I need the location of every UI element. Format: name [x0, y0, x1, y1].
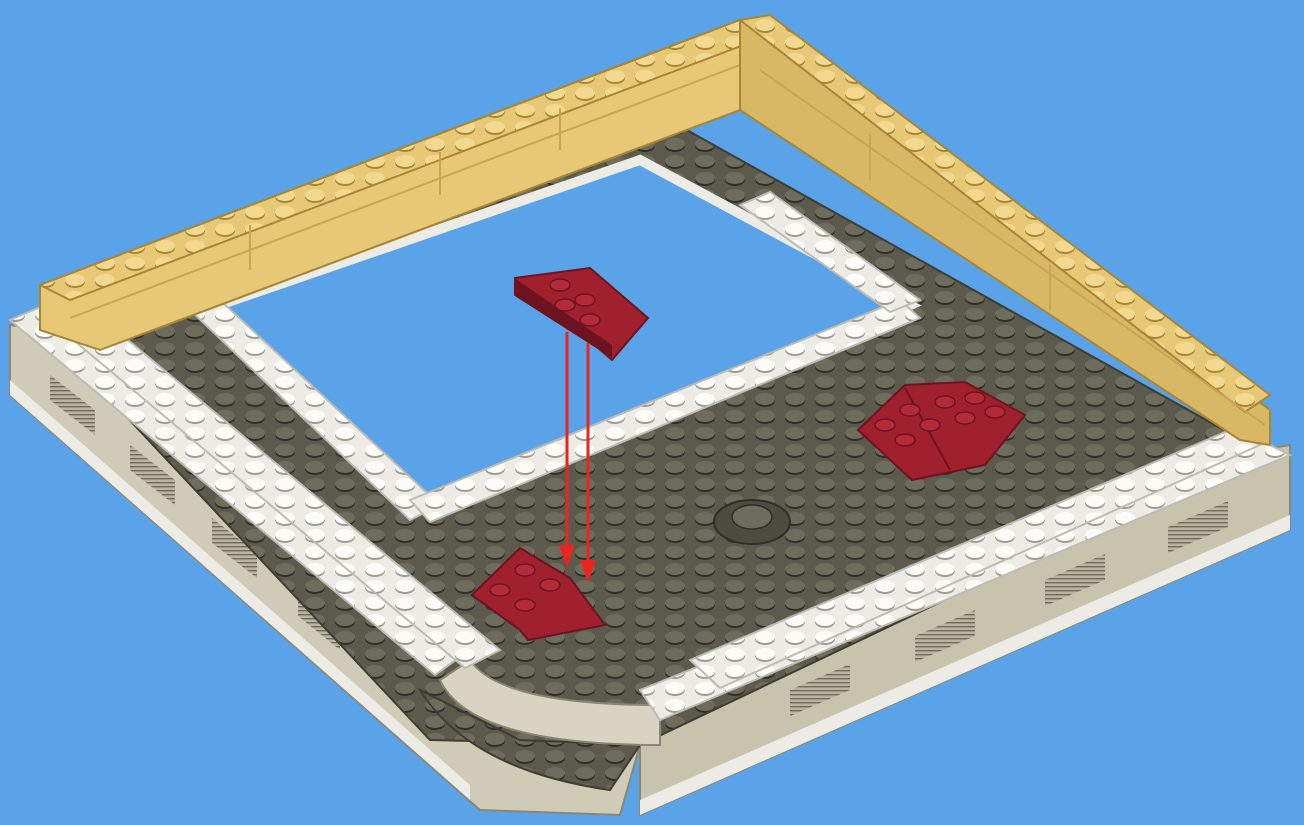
round-plate — [714, 500, 790, 544]
